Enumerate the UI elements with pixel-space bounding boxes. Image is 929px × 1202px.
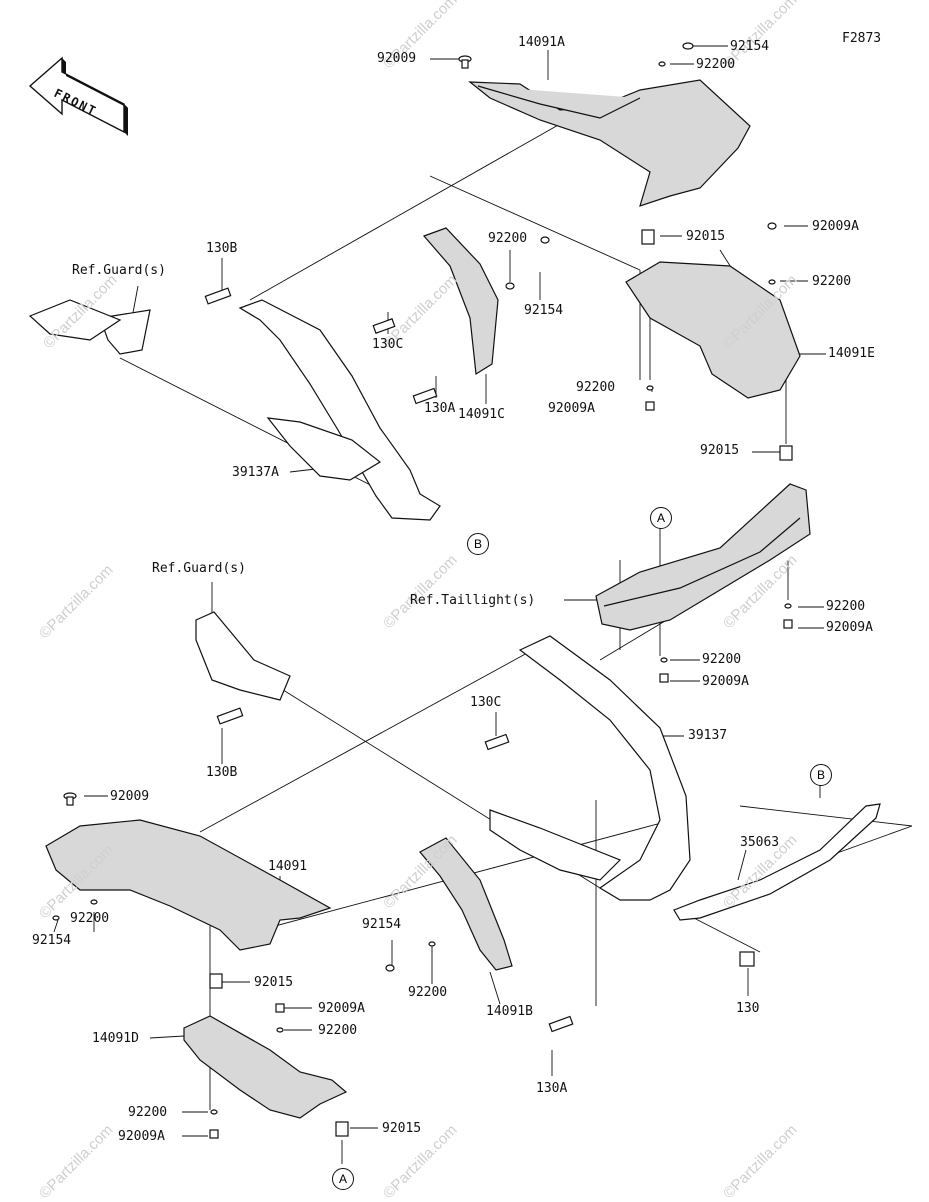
label-14091C: 14091C [458,407,505,422]
label-92200: 92200 [318,1023,358,1038]
label-92009A: 92009A [702,674,749,689]
fasteners [52,42,793,1139]
label-92154: 92154 [362,917,402,932]
label-92154: 92154 [524,303,564,318]
label-130A: 130A [536,1081,568,1096]
label-14091A: 14091A [518,35,565,50]
label-92015: 92015 [254,975,294,990]
label-ref-taillight: Ref.Taillight(s) [410,593,536,608]
label-92200: 92200 [696,57,736,72]
label-92200: 92200 [826,599,866,614]
label-35063: 35063 [740,835,780,850]
label-92015: 92015 [700,443,740,458]
label-ref-guard: Ref.Guard(s) [72,263,166,278]
label-92200: 92200 [488,231,528,246]
label-14091D: 14091D [92,1031,139,1046]
label-92009A: 92009A [118,1129,165,1144]
label-130C: 130C [372,337,404,352]
label-14091B: 14091B [486,1004,533,1019]
label-130B: 130B [206,241,238,256]
part-14091A [468,79,751,207]
label-ref-guard: Ref.Guard(s) [152,561,246,576]
label-92009A: 92009A [318,1001,365,1016]
label-92009A: 92009A [826,620,873,635]
part-14091B [419,837,513,971]
label-92200: 92200 [128,1105,168,1120]
label-130A: 130A [424,401,456,416]
label-92200: 92200 [70,911,110,926]
label-39137: 39137 [688,728,728,743]
label-92200: 92200 [408,985,448,1000]
part-14091C [422,227,499,376]
part-39137A-frame [28,299,441,521]
part-14091D [183,1015,348,1119]
label-14091E: 14091E [828,346,875,361]
front-arrow-icon [28,56,128,136]
label-92009: 92009 [377,51,417,66]
label-92200: 92200 [812,274,852,289]
label-92154: 92154 [32,933,72,948]
label-92009A: 92009A [812,219,859,234]
label-39137A: 39137A [232,465,279,480]
callout-a: A [650,507,672,529]
figure-code: F2873 [842,31,882,46]
part-39137-frame [489,635,691,901]
label-130B: 130B [206,765,238,780]
label-92009A: 92009A [548,401,595,416]
label-92200: 92200 [702,652,742,667]
label-92015: 92015 [382,1121,422,1136]
label-92015: 92015 [686,229,726,244]
label-92009: 92009 [110,789,150,804]
callout-a: A [332,1168,354,1190]
callout-b: B [467,533,489,555]
ref-guard-bottom [195,611,291,701]
label-130C: 130C [470,695,502,710]
callout-b: B [810,764,832,786]
label-14091: 14091 [268,859,308,874]
part-35063-brace [673,803,881,921]
label-92200: 92200 [576,380,616,395]
part-14091E [625,261,801,399]
part-14091 [45,819,332,951]
label-130: 130 [736,1001,760,1016]
label-92154: 92154 [730,39,770,54]
taillight-assembly [595,483,811,631]
